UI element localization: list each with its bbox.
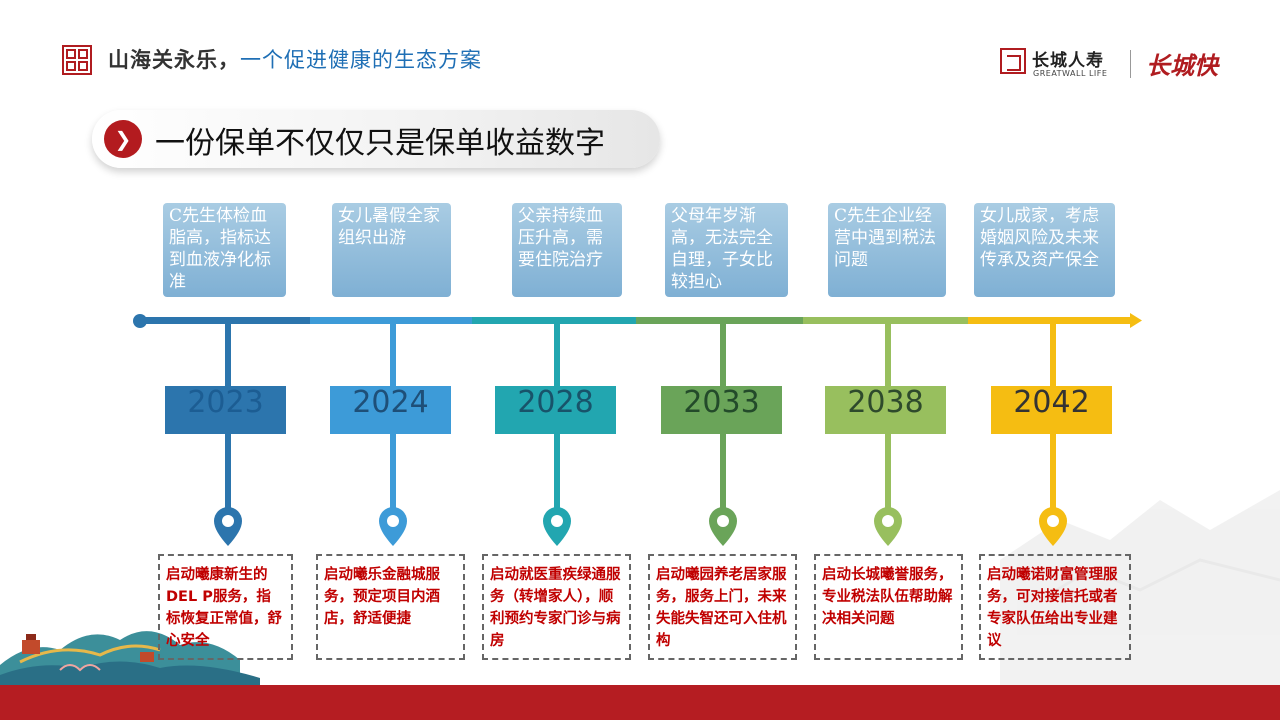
timeline-event-2042: 女儿成家，考虑婚姻风险及未来传承及资产保全 xyxy=(974,203,1115,297)
section-heading: 一份保单不仅仅只是保单收益数字 xyxy=(155,126,605,161)
header-logo-icon xyxy=(62,45,92,75)
connector-line xyxy=(885,324,891,386)
year-label-2024: 2024 xyxy=(330,386,451,434)
section-banner xyxy=(92,110,660,168)
timeline-event-2033: 父母年岁渐高，无法完全自理，子女比较担心 xyxy=(665,203,788,297)
timeline-axis-segment xyxy=(636,317,803,324)
connector-line xyxy=(390,434,396,508)
timeline-event-2038: C先生企业经营中遇到税法问题 xyxy=(828,203,946,297)
connector-line xyxy=(554,434,560,508)
service-description-2038: 启动长城曦誉服务，专业税法队伍帮助解决相关问题 xyxy=(814,554,963,660)
page-title-bold: 山海关永乐， xyxy=(108,48,240,72)
location-pin-dot xyxy=(551,515,563,527)
mountain-left-decoration xyxy=(0,631,260,685)
brand-mark-icon xyxy=(1000,48,1026,74)
page-title-rest: 一个促进健康的生态方案 xyxy=(240,48,482,72)
year-label-2042: 2042 xyxy=(991,386,1112,434)
connector-line xyxy=(225,434,231,508)
page-title: 山海关永乐，一个促进健康的生态方案 xyxy=(108,44,482,74)
location-pin-dot xyxy=(717,515,729,527)
connector-line xyxy=(885,434,891,508)
service-description-2028: 启动就医重疾绿通服务（转增家人），顺利预约专家门诊与病房 xyxy=(482,554,631,660)
year-label-2028: 2028 xyxy=(495,386,616,434)
service-description-2042: 启动曦诺财富管理服务，可对接信托或者专家队伍给出专业建议 xyxy=(979,554,1131,660)
brand-script-logo: 长城快 xyxy=(1146,51,1218,80)
timeline-event-2024: 女儿暑假全家组织出游 xyxy=(332,203,451,297)
location-pin-dot xyxy=(387,515,399,527)
location-pin-dot xyxy=(222,515,234,527)
timeline-axis-segment xyxy=(310,317,472,324)
location-pin-dot xyxy=(882,515,894,527)
timeline-axis-segment xyxy=(968,317,1132,324)
timeline-arrow-icon xyxy=(1130,313,1142,328)
brand-logo: 长城人寿 GREATWALL LIFE 长城快 xyxy=(1000,44,1250,84)
connector-line xyxy=(720,324,726,386)
footer-bar xyxy=(0,685,1280,720)
connector-line xyxy=(225,324,231,386)
timeline-axis-segment xyxy=(472,317,636,324)
timeline-event-2028: 父亲持续血压升高，需要住院治疗 xyxy=(512,203,622,297)
timeline-axis-segment xyxy=(803,317,968,324)
chevron-right-icon: ❯ xyxy=(104,120,142,158)
service-description-2033: 启动曦园养老居家服务，服务上门，未来失能失智还可入住机构 xyxy=(648,554,797,660)
timeline-event-2023: C先生体检血脂高，指标达到血液净化标准 xyxy=(163,203,286,297)
year-label-2023: 2023 xyxy=(165,386,286,434)
connector-line xyxy=(390,324,396,386)
year-label-2033: 2033 xyxy=(661,386,782,434)
connector-line xyxy=(554,324,560,386)
connector-line xyxy=(1050,324,1056,386)
brand-name: 长城人寿 xyxy=(1032,51,1104,71)
brand-divider xyxy=(1130,50,1131,78)
brand-english-name: GREATWALL LIFE xyxy=(1033,69,1108,78)
service-description-2024: 启动曦乐金融城服务，预定项目内酒店，舒适便捷 xyxy=(316,554,465,660)
timeline-axis-segment xyxy=(140,317,310,324)
great-wall-right-decoration xyxy=(1000,490,1280,685)
year-label-2038: 2038 xyxy=(825,386,946,434)
connector-line xyxy=(720,434,726,508)
location-pin-dot xyxy=(1047,515,1059,527)
service-description-2023: 启动曦康新生的DEL P服务，指标恢复正常值，舒心安全 xyxy=(158,554,293,660)
connector-line xyxy=(1050,434,1056,508)
